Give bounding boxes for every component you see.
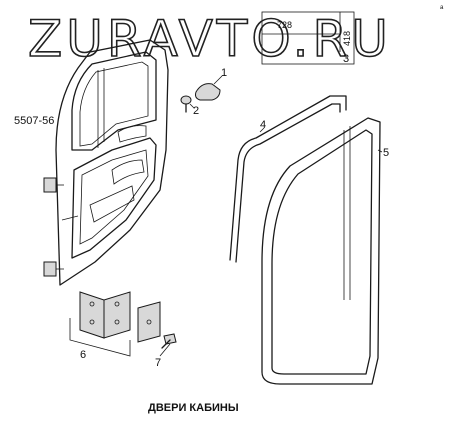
diagram-caption: ДВЕРИ КАБИНЫ <box>148 402 239 414</box>
part-1-cap: 1 <box>195 67 227 101</box>
insert-box-side-number: 418 <box>342 31 352 46</box>
lower-hinge <box>43 261 57 277</box>
door-outer-outline <box>55 39 169 286</box>
callout-6: 6 <box>80 349 86 361</box>
door-window-frame <box>71 51 157 151</box>
part-5-frame-seal: 5 <box>261 117 389 385</box>
ref-code: 5507-56 <box>14 115 54 127</box>
door-inner-panel <box>71 137 157 259</box>
part-6-bracket: 6 <box>69 291 131 361</box>
watermark-text: ZURAVTO.RU <box>28 10 392 68</box>
corner-mark: ᵃ <box>440 3 444 13</box>
callout-7: 7 <box>155 357 161 369</box>
callout-4: 4 <box>260 119 266 131</box>
part-2-screw: 2 <box>180 95 199 117</box>
insert-box-top-number: 728 <box>277 20 292 30</box>
callout-1: 1 <box>221 67 227 79</box>
callout-5: 5 <box>383 147 389 159</box>
upper-hinge <box>43 177 57 193</box>
part-7-plate-bolt: 7 <box>137 301 177 369</box>
part-4-run-channel: 4 <box>229 95 347 263</box>
door-assembly <box>43 39 169 286</box>
callout-2: 2 <box>193 105 199 117</box>
callout-3: 3 <box>343 53 349 65</box>
insert-box: 728 418 3 <box>261 11 355 65</box>
insert-box-frame <box>261 11 355 65</box>
